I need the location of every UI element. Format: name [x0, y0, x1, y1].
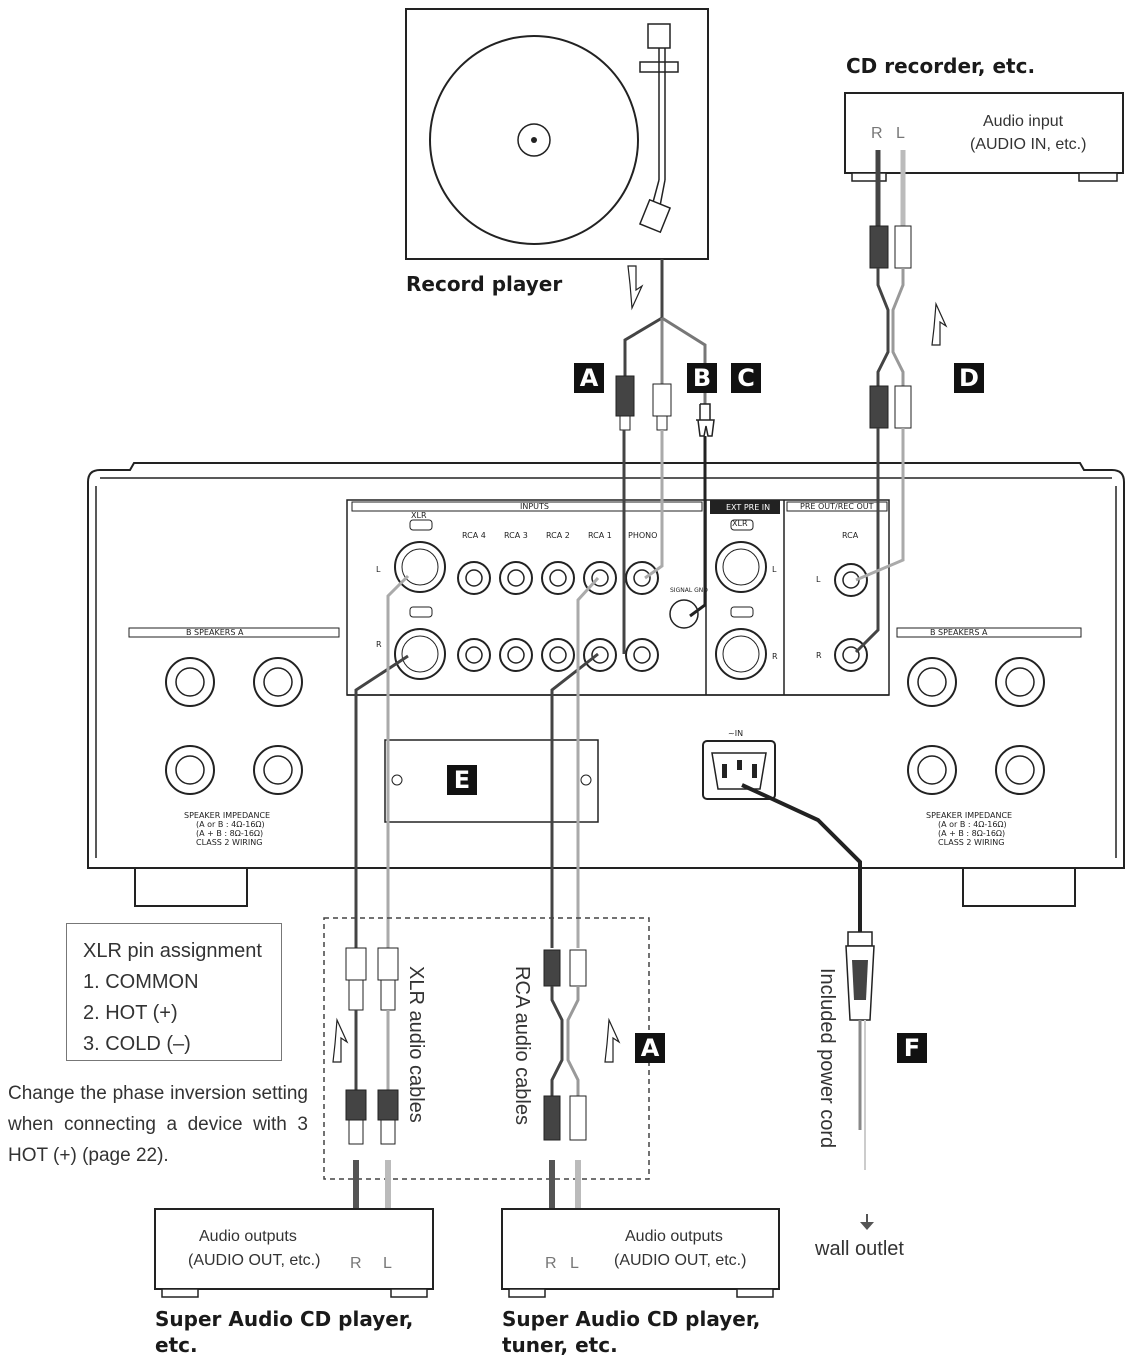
sacd-right-label-line1: Super Audio CD player,: [502, 1307, 761, 1331]
xlr-cable-plugs: [345, 947, 399, 1145]
speakers-label-right: B SPEAKERS A: [930, 628, 988, 637]
callout-a-bottom: A: [635, 1033, 665, 1063]
inputs-label: INPUTS: [520, 502, 549, 511]
wall-outlet-label: wall outlet: [815, 1238, 904, 1260]
xlr-ext-label: XLR: [732, 519, 748, 528]
speaker-terminal-7-inner: [1005, 755, 1035, 785]
impedance-right-1: SPEAKER IMPEDANCE: [926, 811, 1012, 820]
callout-b: B: [687, 363, 717, 393]
record-player-label: Record player: [406, 272, 563, 296]
pre-out-label: PRE OUT/REC OUT: [800, 502, 874, 511]
speaker-terminals: [165, 657, 1045, 795]
speaker-terminal-0-inner: [175, 667, 205, 697]
rca1-label: RCA 1: [588, 531, 612, 540]
left-audio-outputs-line2: (AUDIO OUT, etc.): [188, 1252, 321, 1269]
rca3-label: RCA 3: [504, 531, 528, 540]
pin-3: 3. COLD (–): [83, 1033, 191, 1055]
impedance-left-2: (A or B : 4Ω-16Ω): [196, 820, 265, 829]
rca-jack-top-2-inner: [549, 569, 567, 587]
sacd-left-label-line2: etc.: [155, 1333, 198, 1357]
sacd-right-label-line2: tuner, etc.: [502, 1333, 618, 1357]
sacd-left-label-line1: Super Audio CD player,: [155, 1307, 414, 1331]
rca2-label: RCA 2: [546, 531, 570, 540]
left-r-label: R: [350, 1255, 362, 1272]
panel-l-label: L: [376, 565, 381, 574]
pre-l-label: L: [816, 575, 821, 584]
ext-r-label: R: [772, 652, 778, 661]
callout-d: D: [954, 363, 984, 393]
rca-jack-top-0-inner: [465, 569, 483, 587]
callout-c: C: [731, 363, 761, 393]
right-l-label: L: [570, 1255, 579, 1272]
pre-r-label: R: [816, 651, 822, 660]
ac-in-label: ~IN: [728, 729, 743, 738]
rca-jack-bottom-2-inner: [549, 646, 567, 664]
rca-jack-bottom-1-inner: [507, 646, 525, 664]
flow-arrow-cd-recorder: [931, 301, 948, 346]
impedance-left-3: (A + B : 8Ω-16Ω): [196, 829, 263, 838]
rca-jack-top-1-inner: [507, 569, 525, 587]
rca-jack-bottom-3-inner: [591, 646, 609, 664]
cd-recorder-cable: [869, 150, 912, 429]
rca4-label: RCA 4: [462, 531, 486, 540]
sacd-player-left-box: [154, 1208, 434, 1298]
audio-input-line2: (AUDIO IN, etc.): [970, 136, 1087, 153]
cd-recorder-label: CD recorder, etc.: [846, 54, 1036, 78]
rca-cables-label: RCA audio cables: [511, 966, 533, 1125]
impedance-right-2: (A or B : 4Ω-16Ω): [938, 820, 1007, 829]
right-r-label: R: [545, 1255, 557, 1272]
rca-jack-bottom-4-inner: [633, 646, 651, 664]
flow-arrow-xlr: [332, 1017, 349, 1063]
pre-out-rca-label: RCA: [842, 531, 859, 540]
right-audio-outputs-line1: Audio outputs: [625, 1228, 723, 1245]
right-audio-outputs-line2: (AUDIO OUT, etc.): [614, 1252, 747, 1269]
impedance-left-4: CLASS 2 WIRING: [196, 838, 262, 847]
record-player-cable: [615, 259, 715, 437]
speaker-terminal-5-inner: [1005, 667, 1035, 697]
speaker-terminal-1-inner: [263, 667, 293, 697]
impedance-right-4: CLASS 2 WIRING: [938, 838, 1004, 847]
impedance-right-3: (A + B : 8Ω-16Ω): [938, 829, 1005, 838]
callout-e: E: [447, 765, 477, 795]
callout-f: F: [897, 1033, 927, 1063]
cd-recorder: [844, 92, 1124, 182]
signal-gnd-label: SIGNAL GND: [670, 587, 708, 594]
sacd-player-right-box: [501, 1208, 780, 1298]
phono-label: PHONO: [628, 531, 657, 540]
speaker-terminal-2-inner: [175, 755, 205, 785]
power-cord-label: Included power cord: [816, 968, 838, 1149]
speaker-terminal-6-inner: [917, 755, 947, 785]
left-audio-outputs-line1: Audio outputs: [199, 1228, 297, 1245]
panel-cables: [354, 428, 905, 948]
pin-2: 2. HOT (+): [83, 1002, 178, 1024]
cd-recorder-r-label: R: [871, 125, 883, 142]
ext-pre-in-label: EXT PRE IN: [726, 503, 770, 512]
rca-cable-plugs: [543, 949, 587, 1141]
cd-recorder-l-label: L: [896, 125, 905, 142]
panel-r-label: R: [376, 640, 382, 649]
pin-1: 1. COMMON: [83, 971, 199, 993]
speaker-terminal-4-inner: [917, 667, 947, 697]
rca-jack-bottom-0-inner: [465, 646, 483, 664]
rca-jack-top-4-inner: [633, 569, 651, 587]
pin-assignment-title: XLR pin assignment: [83, 940, 262, 962]
callout-a-top: A: [574, 363, 604, 393]
xlr-input-label: XLR: [411, 511, 427, 520]
left-l-label: L: [383, 1255, 392, 1272]
impedance-left-1: SPEAKER IMPEDANCE: [184, 811, 270, 820]
ext-l-label: L: [772, 565, 777, 574]
phase-inversion-note: Change the phase inversion setting when …: [8, 1083, 308, 1166]
flow-arrow-rca: [604, 1017, 621, 1063]
power-plug: [845, 931, 875, 1230]
speaker-terminal-3-inner: [263, 755, 293, 785]
audio-input-line1: Audio input: [983, 113, 1064, 130]
speakers-label-left: B SPEAKERS A: [186, 628, 244, 637]
record-player: [405, 8, 709, 260]
flow-arrow-record-player: [627, 265, 644, 311]
xlr-pin-assignment: XLR pin assignment 1. COMMON 2. HOT (+) …: [66, 923, 282, 1061]
xlr-cables-label: XLR audio cables: [405, 966, 427, 1123]
dashed-cable-group: [323, 917, 650, 1180]
